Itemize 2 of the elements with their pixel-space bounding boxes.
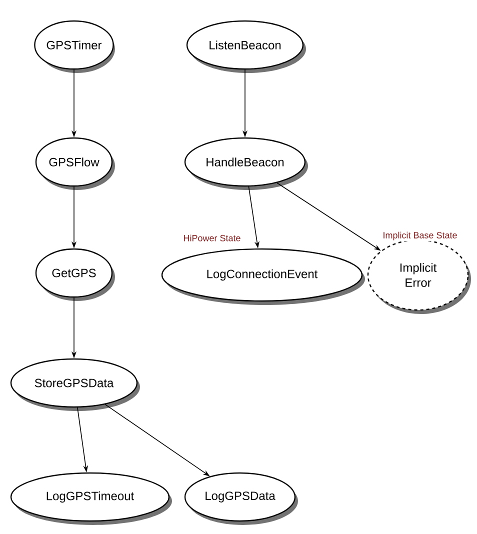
edge-label: Implicit Base State: [382, 230, 458, 242]
edge-label: HiPower State: [182, 234, 242, 242]
